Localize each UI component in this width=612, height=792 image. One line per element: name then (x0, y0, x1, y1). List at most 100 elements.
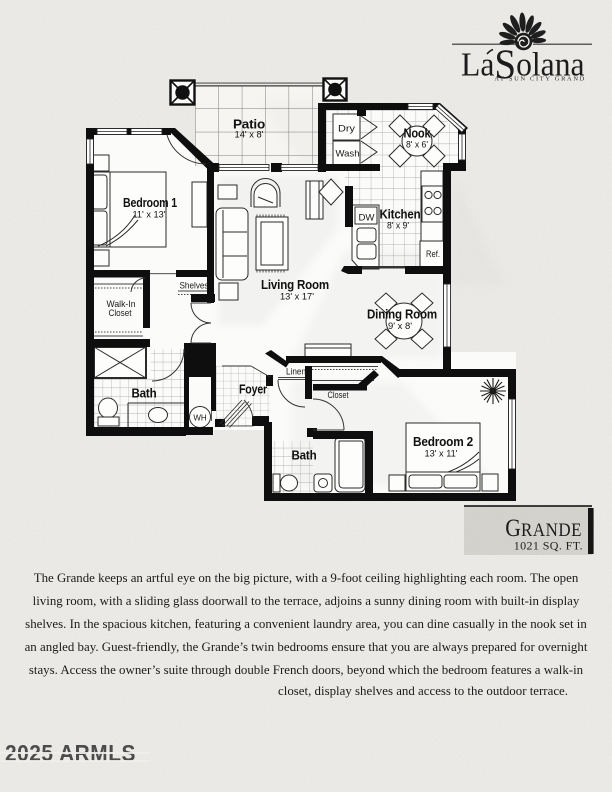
wall-kitchen-bottom-right (405, 266, 444, 274)
window-nook-right (458, 133, 466, 161)
label-wash: Wash (336, 149, 360, 159)
label-bath1: Bath (132, 387, 157, 401)
title-box-sidebar (588, 508, 594, 554)
sunburst-decoration (480, 378, 506, 404)
bifold-door (360, 140, 378, 164)
french-door-lower (190, 322, 212, 344)
nightstand (91, 154, 110, 172)
sink (148, 407, 168, 423)
label-linen: Linen (286, 367, 306, 377)
pillow (91, 210, 108, 246)
wall-bedroom1-diagonal (166, 128, 215, 170)
wall-kitchen-west (345, 186, 353, 227)
nook-table (401, 125, 433, 157)
label-walkin-1: Walk-In (107, 299, 136, 309)
nightstand (481, 473, 499, 492)
window-laundry-top (407, 103, 434, 110)
windows (86, 103, 516, 470)
side-table (217, 184, 238, 200)
logo-rule-right (533, 43, 592, 45)
sink (313, 473, 333, 493)
label-patio: Patio (233, 118, 266, 132)
label-nook: Nook (404, 127, 432, 141)
wall-laundry-divider (357, 103, 366, 116)
dims-living: 13' x 17' (280, 292, 314, 303)
bath2-fixtures (272, 436, 366, 493)
patio-post-2 (322, 77, 348, 102)
wall-bath2-right (365, 431, 373, 495)
watermark: 2025 ARMLS (5, 741, 136, 767)
description-line: stays. Access the owner’s suite through … (28, 663, 584, 678)
window-bedroom2-right (508, 398, 516, 470)
wall-solid-block (184, 343, 216, 377)
sliding-glass-door (218, 164, 319, 171)
label-living: Living Room (261, 277, 329, 292)
pillow (91, 174, 108, 210)
wall-bedroom1-living (207, 166, 214, 303)
corner-table (318, 178, 344, 206)
door-walkin (130, 277, 146, 293)
wall-wh-left (184, 377, 189, 429)
wall-left-exterior (86, 128, 94, 434)
wall-entry-right (252, 416, 269, 426)
door-hall (277, 379, 306, 408)
wall-dining-right-lower (443, 347, 451, 373)
wall-wh-bottom (184, 427, 213, 435)
toilet-tank (272, 473, 281, 493)
wall-laundry-bottom (318, 164, 380, 171)
label-walkin-2: Closet (109, 308, 132, 318)
patio-post-1 (169, 79, 196, 106)
wall-bedroom2-bottom (264, 493, 516, 501)
accent-mark (486, 48, 494, 55)
wall-slider-right (318, 163, 326, 172)
label-dining: Dining Room (367, 307, 437, 322)
description-line: The Grande keeps an artful eye on the bi… (33, 571, 579, 585)
wall-shelves-top (176, 270, 214, 277)
label-bedroom1: Bedroom 1 (123, 196, 177, 210)
wall-bath1-bottom (86, 427, 186, 436)
toilet-tank (97, 416, 120, 427)
dims-dining: 9' x 8' (388, 321, 412, 332)
bookcase (305, 180, 324, 220)
dresser (191, 181, 208, 228)
window-dining-right (443, 283, 451, 348)
sofa (215, 207, 249, 281)
stencil-slit (0, 760, 150, 762)
entry-door (219, 399, 254, 428)
wall-dining-bottom (286, 356, 381, 363)
kitchen-fixtures (351, 170, 445, 271)
label-bedroom2: Bedroom 2 (413, 435, 473, 449)
window-bedroom1-top (96, 128, 163, 135)
door-bedroom2 (312, 398, 345, 431)
dims-bedroom2: 13' x 11' (425, 449, 458, 460)
wall-slider-left (209, 163, 219, 172)
pillow (443, 474, 478, 489)
nook-furniture (388, 114, 446, 168)
description-line: an angled bay. Guest-friendly, the Grand… (24, 640, 588, 655)
sink-basin (356, 227, 377, 243)
description-line: living room, with a sliding glass doorwa… (32, 594, 580, 609)
label-closet: Closet (328, 390, 349, 400)
wall-bedroom1-top (86, 128, 171, 135)
patio-deck-grid (195, 85, 326, 166)
window-bedroom1-left (86, 138, 94, 165)
label-shelves: Shelves (180, 281, 209, 291)
wall-bath2-corner (307, 428, 317, 437)
title-box-topline (464, 505, 592, 507)
dims-nook: 8' x 6' (406, 140, 428, 151)
description-paragraph: The Grande keeps an artful eye on the bi… (0, 567, 612, 702)
wall-walkin-right (143, 277, 150, 328)
door-bedroom1-patio (166, 134, 207, 165)
wall-closet-diagonal (357, 370, 379, 391)
blanket-fold (447, 451, 480, 473)
floor-plan: Patio Nook Bedroom 1 Kitchen Living Room… (86, 77, 516, 501)
wall-bedroom2-top (398, 369, 516, 377)
title-box: GRANDE 1021 SQ. FT. (464, 505, 594, 555)
room-labels: Patio Nook Bedroom 1 Kitchen Living Room… (107, 118, 474, 463)
description-line: closet, display shelves and access to th… (278, 684, 568, 699)
doors (130, 134, 345, 431)
door-bath1 (151, 348, 185, 382)
logo: LaSolana AT SUN CITY GRAND (452, 12, 592, 88)
range (421, 185, 444, 223)
